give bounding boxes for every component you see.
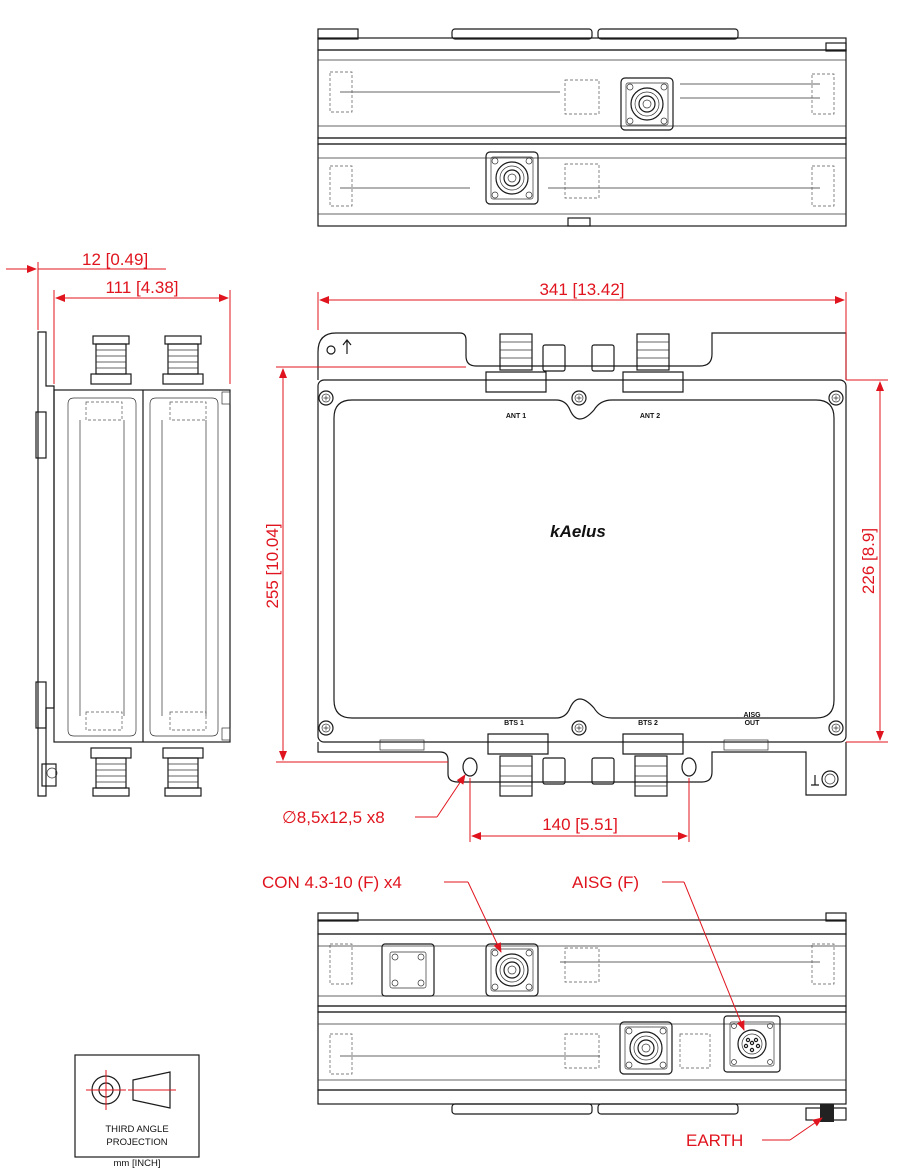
mounting-holes-note: ∅8,5x12,5 x8 [282, 808, 385, 827]
aisg-out-label-top: AISG [743, 712, 761, 719]
brand-logo: kAelus [550, 522, 606, 541]
callout-connectors: CON 4.3-10 (F) x4 [262, 873, 502, 953]
units-label: mm [INCH] [114, 1158, 161, 1169]
callout-aisg: AISG (F) [572, 873, 745, 1031]
callout-earth: EARTH [686, 1117, 823, 1150]
dimension-12: 12 [0.49] [6, 250, 166, 330]
blank-plate [381, 943, 435, 997]
aisg-connector [723, 1015, 781, 1073]
ant1-label: ANT 1 [506, 413, 526, 420]
earth-note: EARTH [686, 1131, 743, 1150]
top-view [317, 28, 847, 227]
bts2-label: BTS 2 [638, 720, 658, 727]
connectors-note: CON 4.3-10 (F) x4 [262, 873, 402, 892]
side-view [35, 331, 231, 797]
callout-mounting-holes: ∅8,5x12,5 x8 [282, 774, 466, 827]
dimension-111: 111 [4.38] [53, 278, 231, 384]
earth-terminal [805, 1104, 847, 1122]
bts1-connector [487, 733, 549, 797]
projection-symbol: THIRD ANGLE PROJECTION mm [INCH] [74, 1054, 200, 1169]
dimension-255: 255 [10.04] [263, 366, 466, 763]
projection-line2: PROJECTION [106, 1137, 167, 1148]
dim-body-height: 226 [8.9] [859, 528, 878, 594]
ant2-connector [622, 333, 684, 393]
dim-side-depth: 111 [4.38] [105, 278, 178, 297]
aisg-out-label-bottom: OUT [745, 720, 761, 727]
ant1-connector [485, 333, 547, 393]
bts1-label: BTS 1 [504, 720, 524, 727]
front-view: ANT 1 ANT 2 BTS 1 BTS 2 AISG OUT kAelus [317, 332, 847, 797]
bottom-view [317, 912, 847, 1122]
dim-overall-height: 255 [10.04] [263, 523, 282, 608]
aisg-note: AISG (F) [572, 873, 639, 892]
ant2-label: ANT 2 [640, 413, 660, 420]
dimension-140: 140 [5.51] [469, 778, 690, 842]
dimension-226: 226 [8.9] [846, 379, 888, 743]
dim-hole-spacing: 140 [5.51] [542, 815, 618, 834]
dim-overall-width: 341 [13.42] [539, 280, 624, 299]
projection-line1: THIRD ANGLE [105, 1124, 168, 1135]
dim-left-offset: 12 [0.49] [82, 250, 148, 269]
dimension-341: 341 [13.42] [317, 280, 847, 380]
bts2-connector [622, 733, 684, 797]
